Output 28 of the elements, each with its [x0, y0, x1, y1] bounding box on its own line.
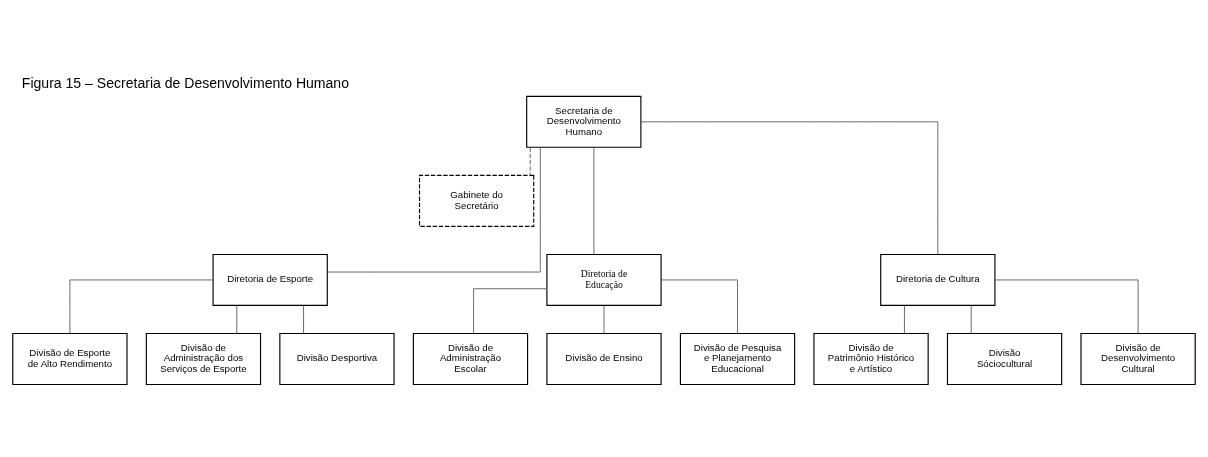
connector: [660, 279, 738, 334]
connector: [904, 304, 905, 334]
node-box: Gabinete do Secretário: [418, 174, 535, 227]
connector: [593, 146, 595, 255]
connector: [327, 146, 541, 272]
node-box: Diretoria de Educação: [546, 253, 662, 306]
connector: [303, 304, 304, 334]
connector: [994, 279, 1139, 334]
connector: [970, 304, 972, 334]
diagram-title: Figura 15 – Secretaria de Desenvolvimento Humano: [21, 74, 349, 91]
connector: [236, 304, 238, 334]
node-box: Divisão Sóciocultural: [946, 332, 1063, 385]
connector: [529, 146, 531, 176]
connector: [603, 304, 605, 334]
node-box: Diretoria de Cultura: [880, 253, 996, 306]
node-box: Divisão Desportiva: [279, 332, 395, 385]
node-box: Divisão de Administração dos Serviços de Esporte: [145, 332, 262, 385]
node-box: Divisão de Administração Escolar: [412, 332, 529, 385]
connector: [473, 287, 548, 334]
node-box: Divisão de Pesquisa e Planejamento Educacional: [679, 332, 796, 385]
connector: [69, 279, 214, 334]
connector: [640, 120, 939, 255]
node-box: Secretaria de Desenvolvimento Humano: [526, 95, 642, 148]
node-box: Diretoria de Esporte: [212, 253, 328, 306]
node-box: Divisão de Esporte de Alto Rendimento: [12, 332, 128, 385]
node-box: Divisão de Patrimônio Histórico e Artístico: [813, 332, 929, 385]
node-box: Divisão de Ensino: [546, 332, 662, 385]
node-box: Divisão de Desenvolvimento Cultural: [1080, 332, 1196, 385]
